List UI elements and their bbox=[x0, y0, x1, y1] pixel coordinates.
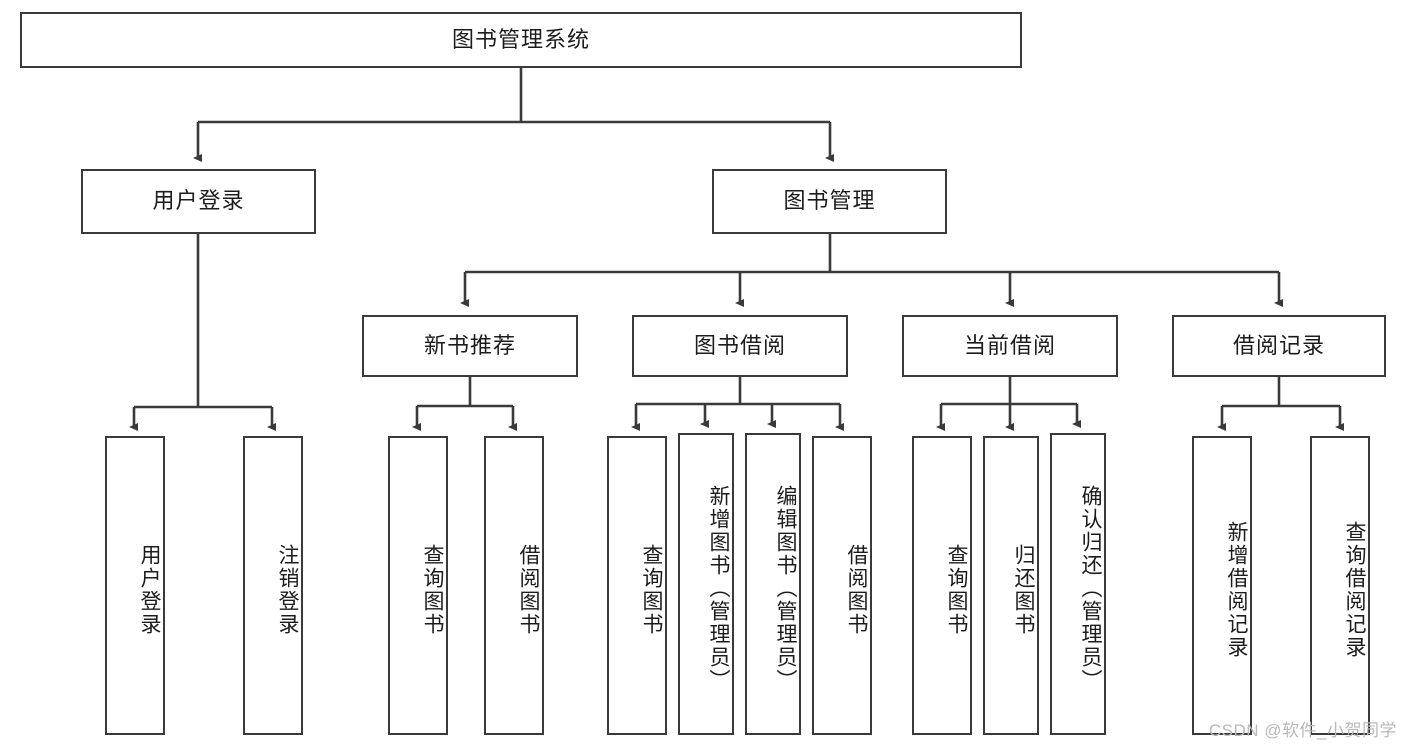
node-borrow-record[interactable]: 借阅记录 bbox=[1172, 315, 1386, 377]
leaf-borrow-borrow-book[interactable]: 借阅图书 bbox=[812, 436, 872, 735]
leaf-label: 用户登录 bbox=[138, 543, 161, 636]
leaf-borrow-query-book[interactable]: 查询图书 bbox=[607, 436, 667, 735]
leaf-label: 借阅图书 bbox=[517, 543, 540, 636]
leaf-borrow-add-book[interactable]: 新增图书（管理员） bbox=[678, 433, 734, 735]
node-user-login[interactable]: 用户登录 bbox=[81, 169, 316, 234]
leaf-record-add-record[interactable]: 新增借阅记录 bbox=[1192, 436, 1252, 735]
leaf-label: 注销登录 bbox=[276, 543, 299, 636]
node-current-borrow[interactable]: 当前借阅 bbox=[902, 315, 1118, 377]
leaf-current-confirm-return[interactable]: 确认归还（管理员） bbox=[1050, 433, 1106, 735]
leaf-user-login-logout[interactable]: 注销登录 bbox=[243, 436, 303, 735]
node-book-management[interactable]: 图书管理 bbox=[712, 169, 947, 234]
leaf-recommend-query-book[interactable]: 查询图书 bbox=[388, 436, 448, 735]
csdn-watermark: CSDN @软件_小贺同学 bbox=[1208, 721, 1397, 740]
leaf-label: 新增借阅记录 bbox=[1225, 520, 1248, 659]
leaf-label: 新增图书（管理员） bbox=[707, 484, 730, 692]
leaf-current-return-book[interactable]: 归还图书 bbox=[983, 436, 1039, 735]
node-book-borrow[interactable]: 图书借阅 bbox=[632, 315, 848, 377]
leaf-label: 编辑图书（管理员） bbox=[774, 484, 797, 692]
leaf-label: 查询图书 bbox=[945, 543, 968, 636]
leaf-label: 查询借阅记录 bbox=[1343, 520, 1366, 659]
leaf-current-query-book[interactable]: 查询图书 bbox=[912, 436, 972, 735]
leaf-label: 借阅图书 bbox=[845, 543, 868, 636]
leaf-label: 查询图书 bbox=[640, 543, 663, 636]
leaf-record-query-record[interactable]: 查询借阅记录 bbox=[1310, 436, 1370, 735]
node-new-book-recommend[interactable]: 新书推荐 bbox=[362, 315, 578, 377]
leaf-label: 确认归还（管理员） bbox=[1079, 484, 1102, 692]
leaf-user-login-login[interactable]: 用户登录 bbox=[105, 436, 165, 735]
leaf-recommend-borrow-book[interactable]: 借阅图书 bbox=[484, 436, 544, 735]
leaf-label: 归还图书 bbox=[1012, 543, 1035, 636]
leaf-label: 查询图书 bbox=[421, 543, 444, 636]
leaf-borrow-edit-book[interactable]: 编辑图书（管理员） bbox=[745, 433, 801, 735]
node-root-system[interactable]: 图书管理系统 bbox=[20, 12, 1022, 68]
